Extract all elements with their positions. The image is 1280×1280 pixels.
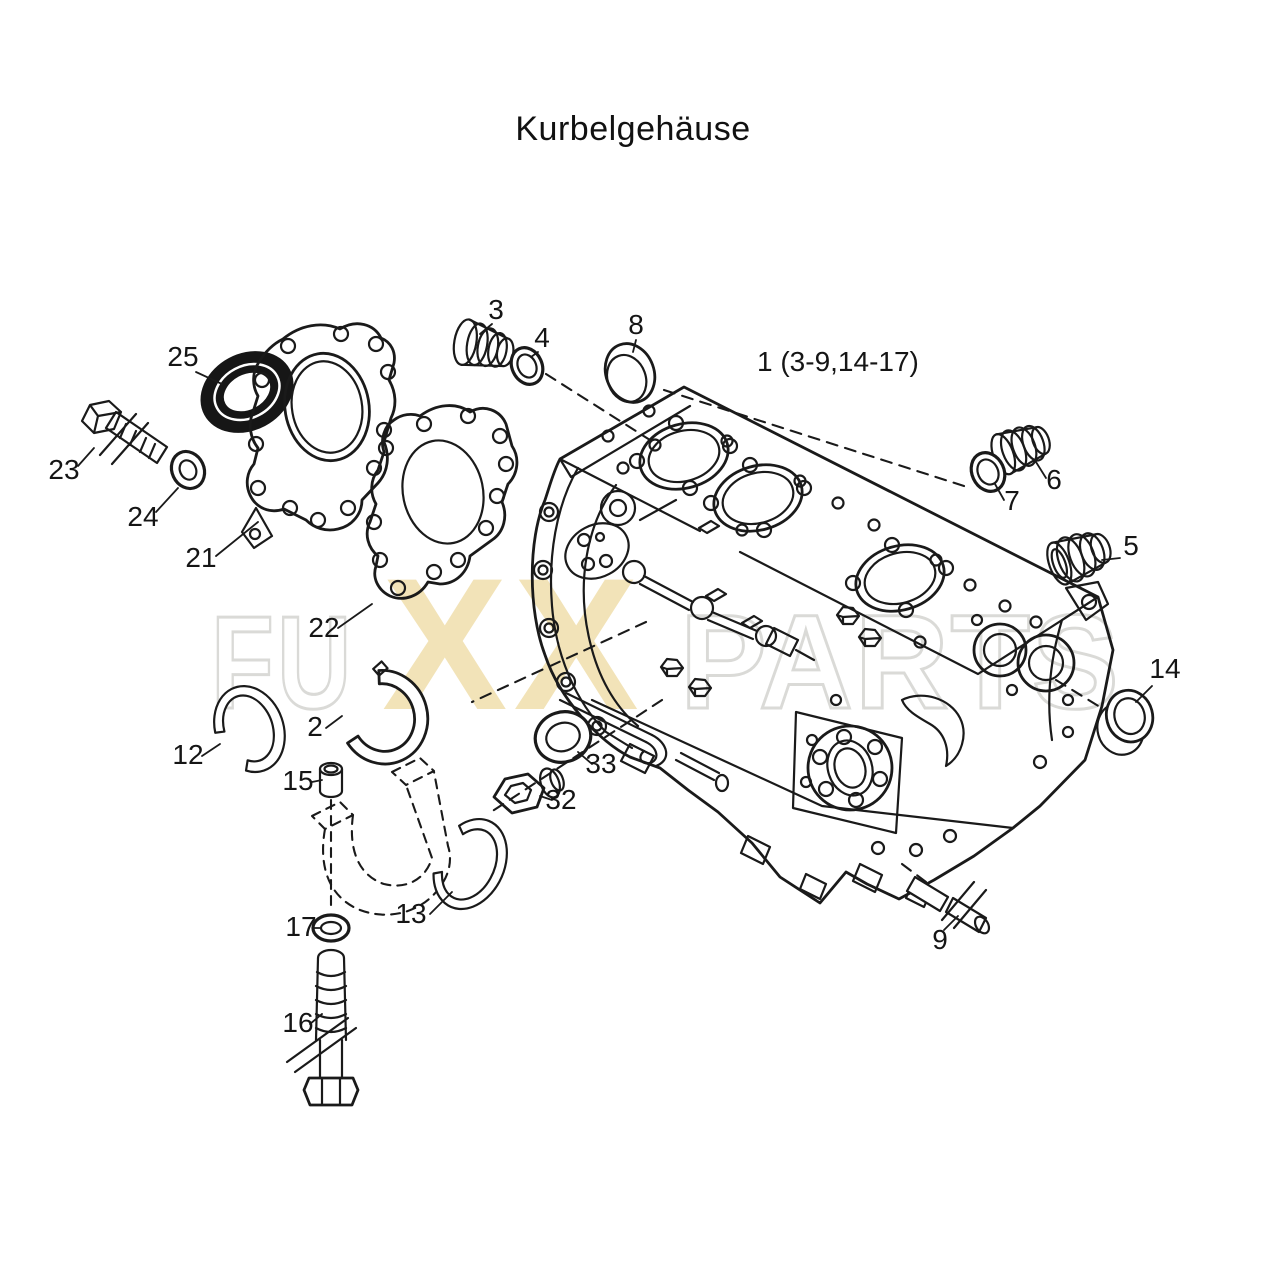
callout-12: 12: [172, 739, 203, 770]
callout-32: 32: [545, 784, 576, 815]
part-7-seal-ring: [969, 451, 1007, 493]
mount-pad: [564, 489, 678, 580]
cylinder-bores: [628, 414, 955, 619]
callout-22: 22: [308, 612, 339, 643]
callout-13: 13: [395, 898, 426, 929]
callout-17: 17: [285, 911, 316, 942]
callout-23: 23: [48, 454, 79, 485]
assembly-dashed-lines: [470, 372, 1102, 884]
part-2-bearing-shell: [346, 660, 430, 766]
part-22-gasket: [365, 404, 519, 600]
callout-9: 9: [932, 924, 948, 955]
callout-1: 1 (3-9,14-17): [757, 346, 919, 377]
part-3-plug: [452, 318, 515, 368]
callout-33: 33: [585, 748, 616, 779]
callout-16: 16: [282, 1007, 313, 1038]
part-9-pin: [905, 875, 991, 935]
part-33-seal-ring: [533, 710, 593, 764]
part-17-washer: [311, 913, 351, 943]
bearing-cap-dashed: [310, 756, 452, 916]
part-21-cover-plate: [240, 322, 397, 550]
page-title: Kurbelgehäuse: [515, 110, 751, 148]
part-12-snap-ring: [213, 685, 286, 774]
callout-15: 15: [282, 765, 313, 796]
part-14-bushing: [1096, 688, 1155, 756]
callout-24: 24: [127, 501, 158, 532]
callout-6: 6: [1046, 464, 1062, 495]
callout-leader-lines: [77, 323, 1153, 1025]
part-8-cap: [603, 342, 657, 404]
part-24-washer: [169, 449, 207, 491]
front-bearing-flange: [791, 710, 904, 835]
callout-7: 7: [1004, 485, 1020, 516]
part-1-crankcase-block: [530, 385, 1115, 909]
part-23-bolt: [80, 399, 169, 466]
callout-4: 4: [534, 322, 550, 353]
callout-labels: 25 23 24 21 22 3 4 8 1 (3-9,14-17) 6 7 5…: [48, 294, 1180, 1038]
watermark-left: FU: [210, 589, 355, 736]
part-25-seal: [200, 351, 294, 433]
part-13-snap-ring: [432, 818, 508, 911]
callout-2: 2: [307, 711, 323, 742]
callout-3: 3: [488, 294, 504, 325]
callout-14: 14: [1149, 653, 1180, 684]
hex-nuts: [659, 605, 883, 698]
part-16-bolt: [285, 948, 360, 1107]
callout-21: 21: [185, 542, 216, 573]
deck-bolt-holes: [601, 404, 1043, 649]
callout-8: 8: [628, 309, 644, 340]
part-15-dowel: [318, 761, 344, 799]
part-4-seal-ring: [509, 346, 545, 386]
right-face-openings: [970, 580, 1110, 770]
linkage-rod: [621, 559, 816, 662]
callout-5: 5: [1123, 530, 1139, 561]
callout-25: 25: [167, 341, 198, 372]
part-5-plug: [1046, 532, 1112, 586]
